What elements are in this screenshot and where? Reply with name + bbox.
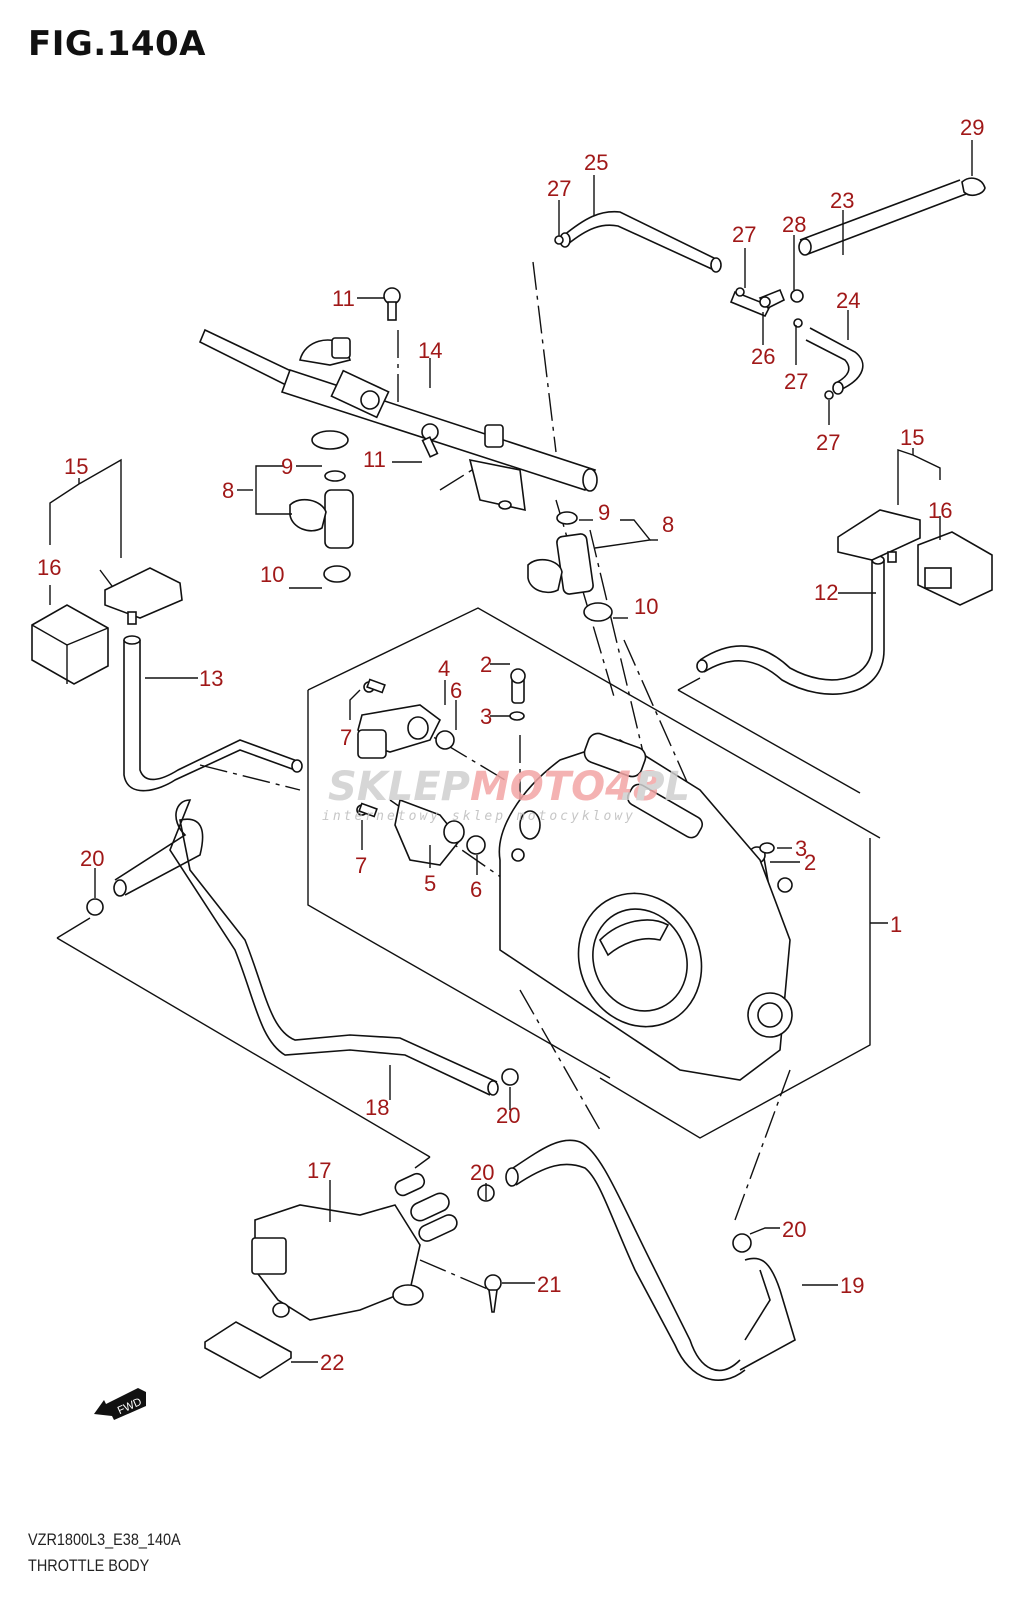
- callout-6[interactable]: 6: [450, 678, 462, 703]
- callout-11[interactable]: 11: [332, 286, 355, 311]
- callout-29[interactable]: 29: [960, 115, 984, 140]
- o-ring-3-right: [759, 842, 775, 854]
- callout-20[interactable]: 20: [470, 1160, 494, 1185]
- callout-16[interactable]: 16: [928, 498, 952, 523]
- injector-right: [556, 533, 594, 595]
- callout-3[interactable]: 3: [795, 836, 807, 861]
- cushion-10-left: [323, 565, 351, 583]
- callout-10[interactable]: 10: [634, 594, 658, 619]
- callout-14[interactable]: 14: [418, 338, 442, 363]
- hose-24: [809, 327, 864, 391]
- callout-16[interactable]: 16: [37, 555, 61, 580]
- o-ring-6-bottom: [466, 835, 486, 855]
- watermark-subtitle: internetowy sklep motocyklowy: [322, 809, 636, 824]
- sensor-5: [394, 798, 462, 866]
- watermark-red: MOTO48: [470, 764, 661, 810]
- callout-5[interactable]: 5: [424, 871, 436, 896]
- watermark-grey: SKLEP: [328, 764, 470, 810]
- screw-21: [484, 1274, 502, 1292]
- clamp-20-b: [501, 1068, 519, 1086]
- o-ring-9-left: [324, 470, 346, 482]
- hose-12: [699, 560, 873, 681]
- callout-25[interactable]: 25: [584, 150, 608, 175]
- hose-13: [123, 640, 296, 792]
- pressure-sensor-left: [104, 567, 183, 619]
- callout-6[interactable]: 6: [470, 877, 482, 902]
- callout-23[interactable]: 23: [830, 188, 854, 213]
- callout-10[interactable]: 10: [260, 562, 284, 587]
- parts: [31, 177, 993, 1379]
- callout-27[interactable]: 27: [784, 369, 808, 394]
- clamp-29: [961, 177, 986, 197]
- clamp-27: [554, 235, 564, 245]
- hose-19: [739, 1257, 796, 1371]
- callout-2[interactable]: 2: [480, 652, 492, 677]
- callout-26[interactable]: 26: [751, 344, 775, 369]
- figure-name: THROTTLE BODY: [28, 1556, 150, 1575]
- fwd-arrow-icon: FWD: [94, 1388, 146, 1420]
- hose-25: [562, 210, 719, 261]
- o-ring-9-right: [556, 511, 578, 525]
- callout-15[interactable]: 15: [64, 454, 88, 479]
- hoses: [113, 179, 967, 1381]
- callout-24[interactable]: 24: [836, 288, 860, 313]
- leader-lines: [49, 140, 973, 1363]
- hose-lower: [509, 1139, 741, 1372]
- cushion-22: [204, 1321, 292, 1379]
- callout-20[interactable]: 20: [80, 846, 104, 871]
- tee-joint: [729, 290, 772, 318]
- callout-9[interactable]: 9: [281, 454, 293, 479]
- callout-4[interactable]: 4: [438, 656, 450, 681]
- callout-8[interactable]: 8: [222, 478, 234, 503]
- injector-left: [324, 489, 354, 549]
- callout-19[interactable]: 19: [840, 1273, 864, 1298]
- callout-7[interactable]: 7: [340, 725, 352, 750]
- callout-28[interactable]: 28: [782, 212, 806, 237]
- callout-18[interactable]: 18: [365, 1095, 389, 1120]
- callout-2[interactable]: 2: [804, 850, 816, 875]
- watermark: SKLEP MOTO48 .PL internetowy sklep motoc…: [322, 764, 690, 824]
- callout-17[interactable]: 17: [307, 1158, 331, 1183]
- callout-7[interactable]: 7: [355, 853, 367, 878]
- callout-8[interactable]: 8: [662, 512, 674, 537]
- pressure-sensor-right: [837, 509, 921, 561]
- o-ring-3-top: [509, 711, 525, 721]
- callout-11[interactable]: 11: [363, 447, 386, 472]
- figure-code: VZR1800L3_E38_140A: [28, 1530, 181, 1549]
- watermark-tail: .PL: [620, 764, 690, 810]
- clamp-20-a: [86, 898, 104, 916]
- callout-27[interactable]: 27: [732, 222, 756, 247]
- callout-9[interactable]: 9: [598, 500, 610, 525]
- callout-22[interactable]: 22: [320, 1350, 344, 1375]
- callout-3[interactable]: 3: [480, 704, 492, 729]
- callout-21[interactable]: 21: [537, 1272, 561, 1297]
- hose-23: [799, 179, 961, 241]
- figure-title: FIG.140A: [28, 24, 206, 64]
- callout-20[interactable]: 20: [496, 1103, 520, 1128]
- callout-27[interactable]: 27: [547, 176, 571, 201]
- callout-20[interactable]: 20: [782, 1217, 806, 1242]
- callout-12[interactable]: 12: [814, 580, 838, 605]
- callout-13[interactable]: 13: [199, 666, 223, 691]
- callout-15[interactable]: 15: [900, 425, 924, 450]
- assembly-outline: [56, 607, 888, 1169]
- clamp-20-d: [732, 1233, 752, 1253]
- o-ring-6-top: [435, 730, 455, 750]
- hose-18: [114, 799, 491, 1096]
- callout-27[interactable]: 27: [816, 430, 840, 455]
- callout-1[interactable]: 1: [890, 912, 902, 937]
- cushion-10-right: [583, 602, 613, 622]
- callouts: 1 2 2 3 3 4 5 6 6 7 7 8 8 9 9 10 10 11 1…: [37, 115, 984, 1375]
